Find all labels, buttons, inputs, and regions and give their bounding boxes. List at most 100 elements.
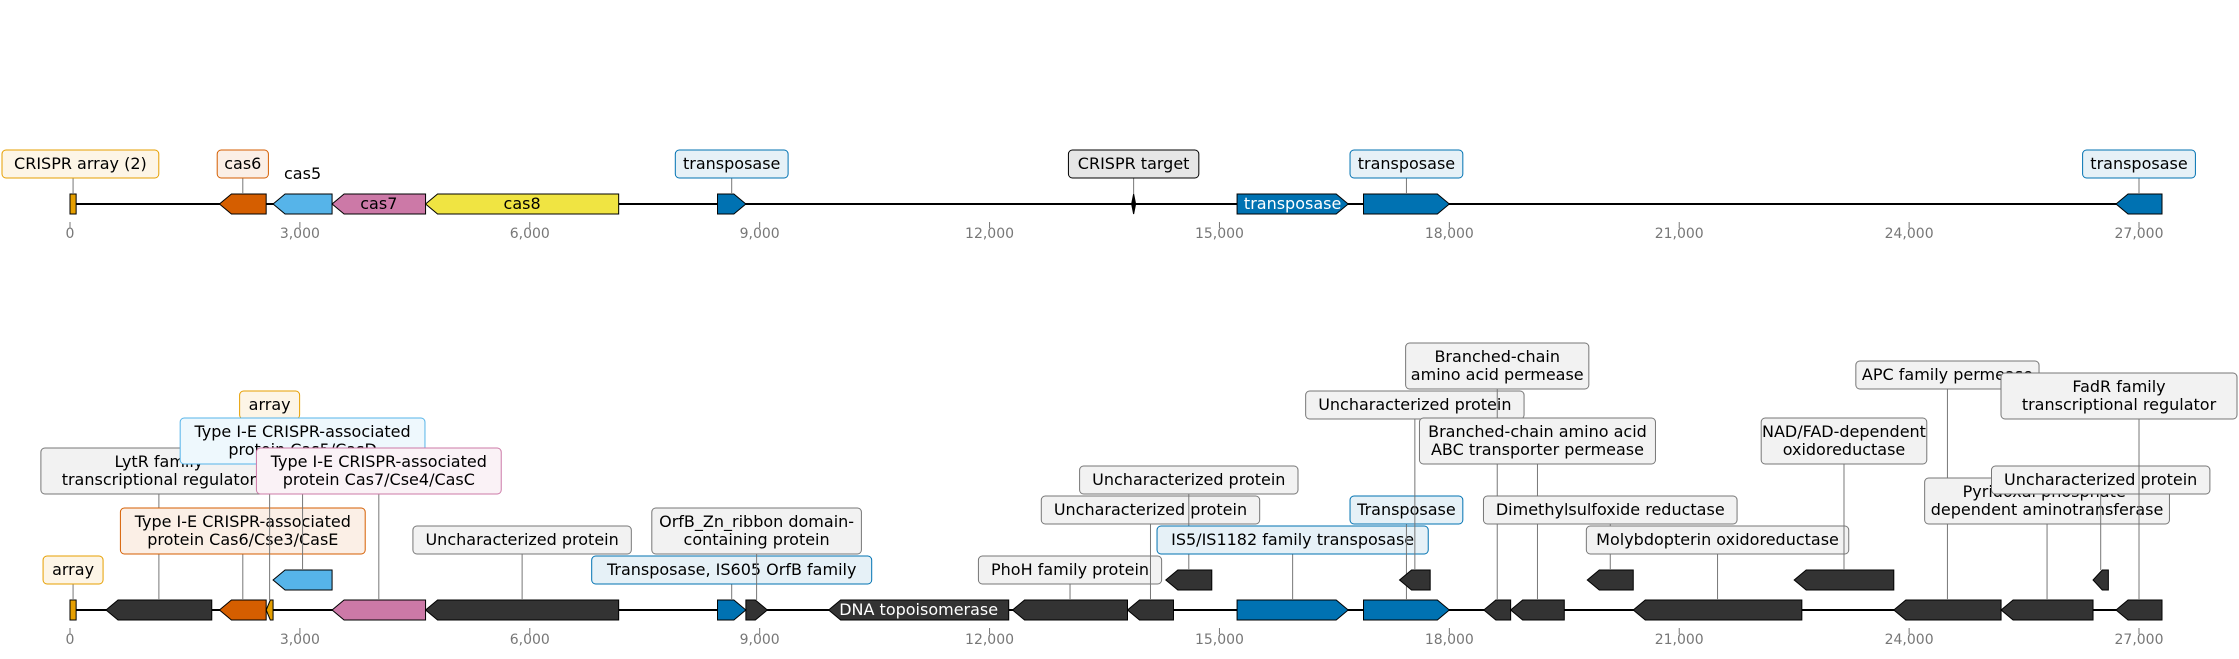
label-box <box>1482 495 1738 525</box>
gene-label: array <box>249 395 291 414</box>
tick-label: 18,000 <box>1425 632 1474 648</box>
gene-arrow[interactable] <box>1236 599 1349 621</box>
gene-feature[interactable]: cas5 <box>272 164 333 215</box>
gene-feature[interactable]: array <box>42 555 104 621</box>
gene-label: transposase <box>1358 154 1455 173</box>
gene-arrow[interactable] <box>1363 599 1451 621</box>
gene-inline-label: cas7 <box>360 194 397 213</box>
gene-label: array <box>52 560 94 579</box>
gene-arrow[interactable] <box>272 569 333 591</box>
gene-feature[interactable]: transposase <box>674 149 789 215</box>
tick-label: 15,000 <box>1195 226 1244 242</box>
gene-feature[interactable]: Dimethylsulfoxide reductase <box>1482 495 1738 591</box>
gene-arrow[interactable] <box>1893 599 2002 621</box>
gene-arrow[interactable] <box>717 193 747 215</box>
gene-label: Transposase, IS605 OrfB family <box>606 560 856 579</box>
gene-arrow[interactable] <box>2000 599 2094 621</box>
gene-feature[interactable]: Uncharacterized protein <box>1990 465 2211 591</box>
tick-label: 27,000 <box>2115 632 2164 648</box>
gene-arrow[interactable] <box>827 599 1010 621</box>
gene-arrow[interactable] <box>424 193 620 215</box>
gene-feature[interactable]: transposase <box>2082 149 2196 215</box>
gene-feature[interactable]: Transposase, IS605 OrfB family <box>591 555 873 621</box>
label-box <box>651 507 862 555</box>
tick-label: 9,000 <box>740 632 780 648</box>
gene-arrow[interactable] <box>272 193 333 215</box>
gene-feature[interactable]: transposase <box>1236 193 1349 215</box>
label-box <box>255 447 502 495</box>
gene-arrow[interactable] <box>1586 569 1634 591</box>
gene-feature[interactable]: CRISPR target <box>1067 149 1200 215</box>
gene-feature[interactable]: cas6 <box>216 149 269 215</box>
gene-label: Uncharacterized protein <box>1318 395 1511 414</box>
gene-arrow[interactable] <box>745 599 769 621</box>
gene-arrow[interactable] <box>2115 193 2163 215</box>
gene-feature[interactable]: CRISPR array (2) <box>1 149 160 215</box>
gene-arrow[interactable] <box>2092 569 2109 591</box>
gene-label: transposase <box>683 154 780 173</box>
gene-arrow[interactable] <box>1398 569 1431 591</box>
gene-feature[interactable]: IS5/IS1182 family transposase <box>1156 525 1429 621</box>
gene-arrow[interactable] <box>265 599 274 621</box>
gene-arrow[interactable] <box>424 599 620 621</box>
gene-arrow[interactable] <box>331 193 427 215</box>
gene-arrow[interactable] <box>1483 599 1512 621</box>
gene-label: IS5/IS1182 family transposase <box>1171 530 1414 549</box>
array-block[interactable] <box>69 599 77 621</box>
gene-feature[interactable]: cas7 <box>331 193 427 215</box>
gene-feature[interactable]: Uncharacterized protein <box>1079 465 1299 591</box>
label-box <box>1585 525 1850 555</box>
gene-arrow[interactable] <box>717 599 747 621</box>
gene-arrow[interactable] <box>1236 193 1349 215</box>
gene-arrow[interactable] <box>1793 569 1895 591</box>
gene-arrow[interactable] <box>2115 599 2163 621</box>
gene-feature[interactable]: Uncharacterized protein <box>1040 495 1261 621</box>
gene-label: Uncharacterized protein <box>425 530 618 549</box>
gene-feature[interactable]: Uncharacterized protein <box>1305 390 1525 591</box>
gene-feature[interactable]: Uncharacterized protein <box>412 525 632 621</box>
gene-feature[interactable]: Molybdopterin oxidoreductase <box>1585 525 1850 621</box>
label-box <box>1405 342 1590 390</box>
gene-feature[interactable]: Transposase <box>1349 495 1464 621</box>
label-box <box>42 555 104 585</box>
gene-arrow[interactable] <box>331 599 427 621</box>
gene-feature[interactable]: DNA topoisomerase <box>827 599 1010 621</box>
gene-arrow[interactable] <box>1011 599 1128 621</box>
label-box <box>1990 465 2211 495</box>
gene-feature[interactable]: PhoH family protein <box>977 555 1163 621</box>
gene-feature[interactable]: OrfB_Zn_ribbon domain-containing protein <box>651 507 862 621</box>
gene-feature[interactable]: cas8 <box>424 193 620 215</box>
gene-feature[interactable]: array <box>239 390 301 621</box>
target-marker[interactable] <box>1131 193 1137 215</box>
tick-label: 18,000 <box>1425 226 1474 242</box>
gene-arrow[interactable] <box>1509 599 1565 621</box>
gene-arrow[interactable] <box>1632 599 1803 621</box>
tick-label: 15,000 <box>1195 632 1244 648</box>
gene-label: Uncharacterized protein <box>2004 470 2197 489</box>
gene-feature[interactable]: transposase <box>1349 149 1464 215</box>
gene-arrow[interactable] <box>1165 569 1213 591</box>
gene-arrow[interactable] <box>218 599 267 621</box>
gene-arrow[interactable] <box>1126 599 1174 621</box>
gene-arrow[interactable] <box>1363 193 1451 215</box>
gene-arrow[interactable] <box>218 193 267 215</box>
tick-label: 12,000 <box>965 226 1014 242</box>
gene-arrow[interactable] <box>105 599 213 621</box>
gene-feature[interactable]: Pyridoxal phosphate-dependent aminotrans… <box>1924 477 2170 621</box>
tick-label: 21,000 <box>1655 226 1704 242</box>
label-box <box>1156 525 1429 555</box>
array-block[interactable] <box>69 193 77 215</box>
label-box <box>1040 495 1261 525</box>
